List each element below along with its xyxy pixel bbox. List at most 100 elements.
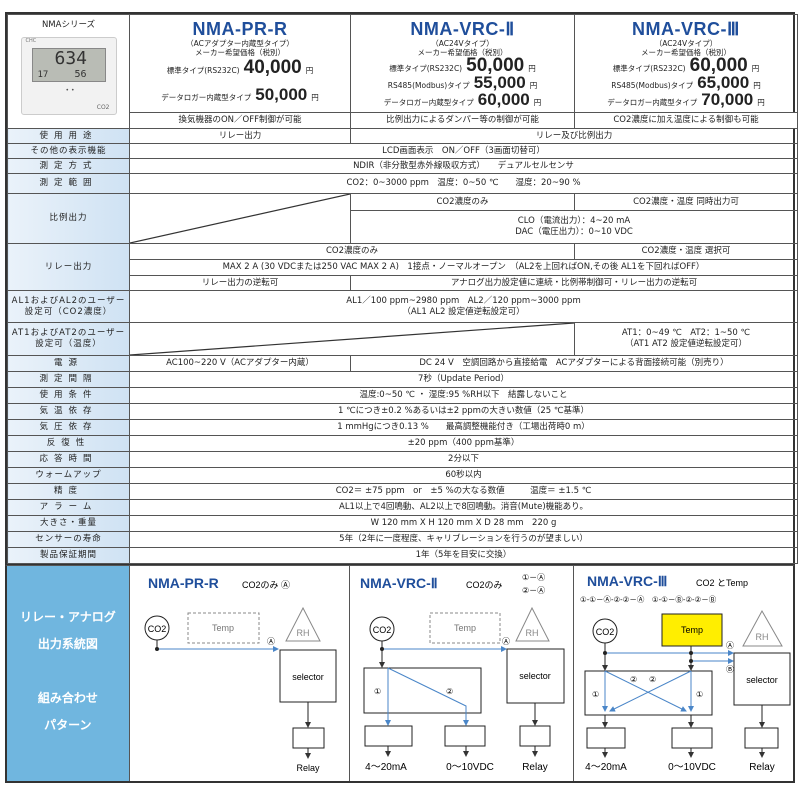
price-type: RS485(Modbus)タイプ xyxy=(387,81,470,90)
price-label: メーカー希望価格（税別） xyxy=(641,48,731,57)
relay-label: Relay xyxy=(522,762,548,773)
lcd-temp: 17 xyxy=(37,69,49,80)
model-type: （AC24Vタイプ） xyxy=(431,39,494,48)
series-cell: NMAシリーズ CHC 634 17 56 • • CO2 xyxy=(7,14,130,129)
temp-label: Temp xyxy=(454,623,476,633)
text-line: 設定可（CO2濃度） xyxy=(24,306,113,317)
spec-row: 反復性±20 ppm（400 ppm基準） xyxy=(7,435,798,452)
price-unit: 円 xyxy=(529,81,538,90)
diagram-svg: NMA-VRC-Ⅱ CO2のみ ①－Ⓐ ②－Ⓐ CO2 Temp Ⓐ RH ① … xyxy=(360,573,565,773)
lcd-co2: 634 xyxy=(54,47,88,69)
temp-box xyxy=(661,613,723,647)
rh-triangle-icon xyxy=(515,606,550,642)
cell-value: CO2＝ ±75 ppm or ±5 %の大なる数値 温度＝ ±1.5 ℃ xyxy=(129,483,798,500)
vdc-output-box xyxy=(444,725,486,747)
path-2-marker: ② xyxy=(446,687,453,696)
selector-box xyxy=(279,649,337,703)
rh-label: RH xyxy=(526,628,539,638)
pattern-label: ②－Ⓐ xyxy=(522,586,545,595)
pattern-a-marker: Ⓐ xyxy=(267,637,275,646)
model-name: NMA-VRC-Ⅲ xyxy=(632,19,740,39)
pattern-a-marker: Ⓐ xyxy=(502,637,510,646)
diagram-subtitle: CO2のみ Ⓐ xyxy=(242,580,290,590)
text-line: リレー・アナログ xyxy=(19,610,116,624)
model-header-vrc-3: NMA-VRC-Ⅲ （AC24Vタイプ） メーカー希望価格（税別） 標準タイプ(… xyxy=(574,14,798,129)
price-value: 50,000 xyxy=(255,86,308,103)
price-unit: 円 xyxy=(533,98,542,107)
converter-box xyxy=(363,667,482,714)
pattern-label: ①－Ⓐ xyxy=(522,573,545,582)
co2-label: CO2 xyxy=(373,625,392,635)
row-label: 気温依存 xyxy=(7,403,130,420)
rh-triangle-icon xyxy=(741,609,783,647)
row-label: 大きさ・重量 xyxy=(7,515,130,532)
row-label: 測定範囲 xyxy=(7,173,130,194)
path-2-marker: ② xyxy=(649,675,656,684)
relay-label: Relay xyxy=(296,763,320,773)
cell-value: DC 24 V 空調回路から直接給電 ACアダプターによる背面接続可能（別売り） xyxy=(350,355,798,372)
price-type: 標準タイプ(RS232C) xyxy=(389,64,463,73)
cell-value: ±20 ppm（400 ppm基準） xyxy=(129,435,798,452)
model-header-vrc-2: NMA-VRC-Ⅱ （AC24Vタイプ） メーカー希望価格（税別） 標準タイプ(… xyxy=(350,14,575,129)
price-value: 60,000 xyxy=(689,57,748,74)
pattern-b-marker: Ⓑ xyxy=(726,665,734,674)
row-label: 電源 xyxy=(7,355,130,372)
path-1-marker: ① xyxy=(592,690,599,699)
lcd-hum: 56 xyxy=(74,68,87,80)
row-label: ウォームアップ xyxy=(7,467,130,484)
price-type: RS485(Modbus)タイプ xyxy=(611,81,694,90)
selector-box xyxy=(506,648,565,704)
text-line: AL1およびAL2のユーザー xyxy=(11,295,126,306)
cell-value: W 120 mm X H 120 mm X D 28 mm 220 g xyxy=(129,515,798,532)
price-unit: 円 xyxy=(751,64,760,73)
cell-value: アナログ出力設定値に連続・比例帯制御可・リレー出力の逆転可 xyxy=(350,275,798,291)
cell-value: 1 ℃につき±0.2 %あるいは±2 ppmの大きい数値（25 ℃基準） xyxy=(129,403,798,420)
row-label: AL1およびAL2のユーザー設定可（CO2濃度） xyxy=(7,290,130,323)
model-type: （AC24Vタイプ） xyxy=(654,39,718,48)
diagonal-line xyxy=(130,323,574,355)
co2-label: CO2 xyxy=(595,627,614,637)
spec-table: NMAシリーズ CHC 634 17 56 • • CO2 NMA-PR-R （… xyxy=(5,12,798,566)
price-type: 標準タイプ(RS232C) xyxy=(612,64,686,73)
cell-na xyxy=(129,322,575,356)
price-value: 40,000 xyxy=(243,59,302,76)
diagonal-line xyxy=(130,194,350,243)
price-value: 60,000 xyxy=(477,91,530,108)
price-unit: 円 xyxy=(753,81,761,90)
row-label: 精度 xyxy=(7,483,130,500)
diagram-title: NMA-VRC-Ⅱ xyxy=(360,575,438,591)
cell-value: CO2濃度・温度 同時出力可 xyxy=(574,193,798,211)
text-line: CLO（電流出力）：4~20 mA xyxy=(517,216,631,227)
text-line: AT1：0~49 ℃ AT2：1~50 ℃ xyxy=(621,328,751,339)
temp-label: Temp xyxy=(212,623,234,633)
device-image: CHC 634 17 56 • • CO2 xyxy=(20,36,117,115)
price-type: 標準タイプ(RS232C) xyxy=(166,66,240,75)
row-label: 使用条件 xyxy=(7,387,130,404)
path-1-marker: ① xyxy=(374,687,381,696)
diagram-subtitle: CO2 とTemp xyxy=(696,578,748,588)
diagram-title: NMA-PR-R xyxy=(148,575,219,591)
cell-value: 7秒（Update Period） xyxy=(129,371,798,388)
row-label: 応答時間 xyxy=(7,451,130,468)
rh-label: RH xyxy=(296,628,309,638)
row-label: アラーム xyxy=(7,499,130,516)
temp-label: Temp xyxy=(681,625,703,635)
cell-value: MAX 2 A (30 VDCまたは250 VAC MAX 2 A) 1接点・ノ… xyxy=(129,259,798,276)
device-co2-label: CO2 xyxy=(96,103,110,111)
diagram-title: NMA-VRC-Ⅲ xyxy=(587,573,667,589)
cell-value: リレー及び比例出力 xyxy=(350,128,798,144)
device-brand: CHC xyxy=(25,37,37,44)
price-type: データロガー内蔵型タイプ xyxy=(161,93,252,102)
row-label: リレー出力 xyxy=(7,243,130,291)
text-line: （AL1 AL2 設定値逆転設定可） xyxy=(402,306,525,317)
relay-label: Relay xyxy=(749,762,775,773)
temp-box xyxy=(429,612,501,644)
price-value: 55,000 xyxy=(473,74,526,91)
